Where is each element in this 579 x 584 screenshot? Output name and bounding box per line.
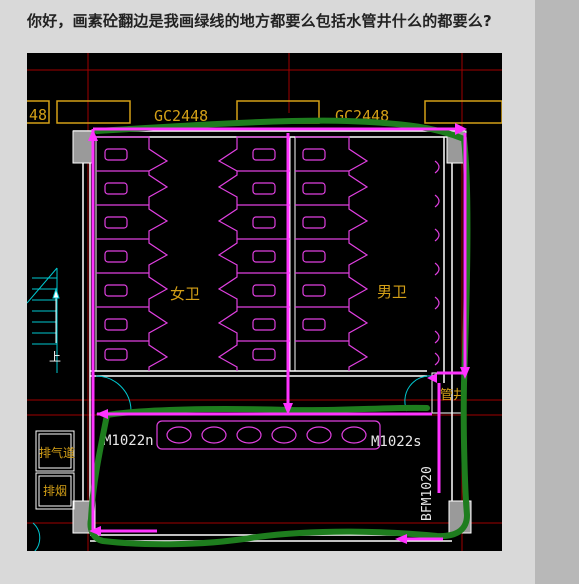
magenta-arrow-traces (91, 127, 467, 541)
door-label-right: M1022s (371, 434, 422, 450)
cad-drawing-image[interactable]: 48 GC2448 GC2448 上 (27, 53, 502, 551)
door-label-left: M1022n (103, 433, 154, 449)
stair-up-label: 上 (49, 350, 61, 364)
arrowheads (88, 123, 470, 544)
washbasin-counter (156, 420, 381, 450)
window-label-1: GC2448 (154, 107, 208, 125)
middle-stalls (217, 136, 290, 371)
womens-stalls (96, 136, 169, 371)
window-label-partial: 48 (29, 106, 47, 124)
stair (27, 267, 60, 373)
exterior-walls (73, 130, 465, 542)
urinals (434, 160, 440, 366)
smoke-shaft-label: 排烟 (43, 484, 67, 498)
pipe-well-label: 管井 (440, 388, 466, 403)
womens-toilet-label: 女卫 (170, 285, 200, 303)
stall-partitions (95, 137, 296, 371)
mens-stalls (295, 136, 369, 371)
vent-shaft-label: 排气道 (39, 445, 75, 460)
question-text: 你好，画素砼翻边是我画绿线的地方都要么包括水管井什么的都要么? (27, 12, 492, 30)
fire-door-label: BFM1020 (420, 466, 435, 521)
page-scroll-gutter (535, 0, 579, 584)
shafts (35, 430, 75, 510)
green-highlight-outline (87, 117, 471, 548)
columns (72, 130, 472, 534)
mens-toilet-label: 男卫 (377, 283, 407, 301)
